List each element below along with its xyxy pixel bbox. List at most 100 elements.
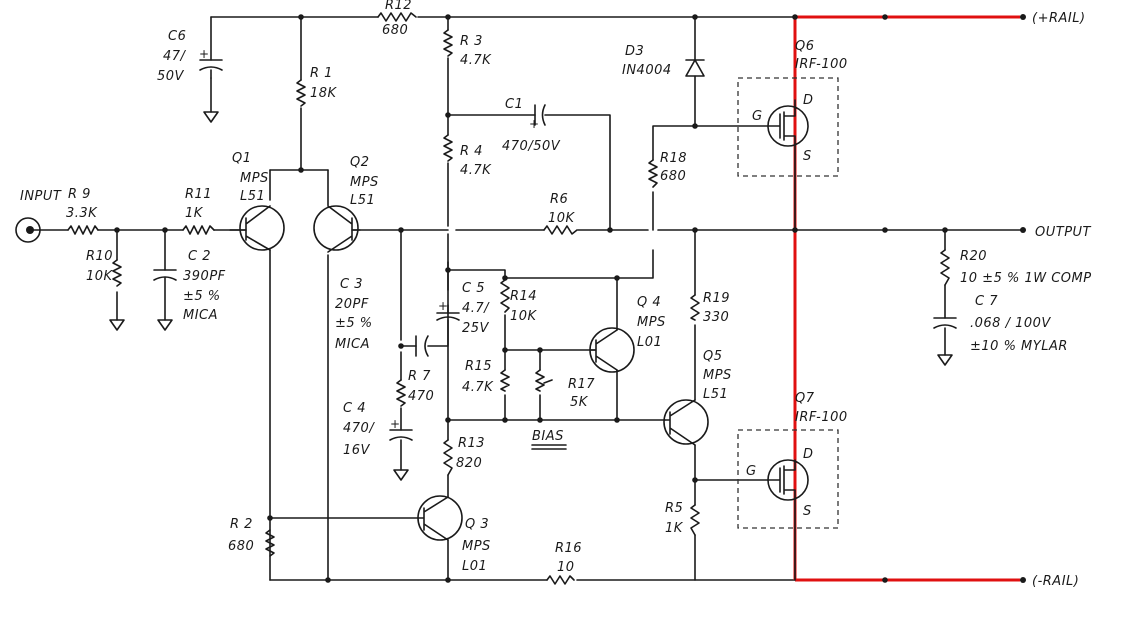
- label-minus-rail: (-RAIL): [1032, 574, 1079, 589]
- transistor-q1: [229, 205, 285, 251]
- resistor-r12: [377, 12, 417, 22]
- svg-text:L51: L51: [240, 189, 265, 204]
- svg-text:IN4004: IN4004: [622, 63, 672, 78]
- svg-text:R17: R17: [568, 377, 595, 392]
- resistors: [67, 12, 950, 585]
- capacitor-c1: [534, 104, 546, 126]
- svg-text:820: 820: [456, 456, 482, 471]
- svg-text:S: S: [803, 149, 812, 164]
- svg-text:MPS: MPS: [462, 539, 491, 554]
- transistor-q4: [589, 327, 635, 373]
- capacitor-c5: [436, 304, 460, 321]
- svg-text:IRF-100: IRF-100: [795, 57, 848, 72]
- svg-text:R5: R5: [665, 501, 683, 516]
- resistor-r1: [296, 79, 306, 107]
- capacitor-c6: [199, 59, 223, 79]
- svg-text:C6: C6: [168, 29, 186, 44]
- svg-text:3.3K: 3.3K: [66, 206, 98, 221]
- svg-text:R 9: R 9: [68, 187, 91, 202]
- svg-text:470/50V: 470/50V: [502, 139, 561, 154]
- junction-dots: [114, 14, 948, 583]
- resistor-r11: [182, 225, 215, 235]
- svg-text:4.7K: 4.7K: [462, 380, 494, 395]
- mosfets: [737, 77, 839, 581]
- svg-text:680: 680: [660, 169, 686, 184]
- resistor-r19: [690, 294, 700, 321]
- label-bias: BIAS: [532, 429, 564, 444]
- svg-text:R12: R12: [385, 0, 412, 13]
- svg-text:R6: R6: [550, 192, 568, 207]
- svg-text:47/: 47/: [163, 49, 187, 64]
- svg-text:D3: D3: [625, 44, 644, 59]
- svg-text:10K: 10K: [86, 269, 114, 284]
- svg-text:R 1: R 1: [310, 66, 333, 81]
- svg-text:L51: L51: [350, 193, 375, 208]
- svg-text:MPS: MPS: [703, 368, 732, 383]
- grounds: [109, 111, 953, 481]
- svg-text:Q5: Q5: [703, 349, 723, 364]
- svg-text:R16: R16: [555, 541, 582, 556]
- mosfet-q7: [737, 429, 839, 581]
- svg-text:330: 330: [703, 310, 729, 325]
- resistor-r9: [67, 225, 99, 235]
- svg-text:470: 470: [408, 389, 434, 404]
- label-input: INPUT: [20, 189, 62, 204]
- svg-text:±5 %: ±5 %: [335, 316, 373, 331]
- svg-text:Q 3: Q 3: [465, 517, 489, 532]
- diode-d3: [685, 59, 705, 77]
- svg-text:R10: R10: [86, 249, 113, 264]
- svg-text:MPS: MPS: [350, 175, 379, 190]
- svg-text:10 ±5 % 1W COMP: 10 ±5 % 1W COMP: [960, 271, 1092, 286]
- svg-text:470/: 470/: [343, 421, 375, 436]
- svg-text:C1: C1: [505, 97, 523, 112]
- svg-text:+: +: [438, 299, 448, 313]
- svg-text:Q 4: Q 4: [637, 295, 661, 310]
- resistor-r2: [265, 529, 275, 557]
- svg-text:R 4: R 4: [460, 144, 483, 159]
- svg-text:L01: L01: [462, 559, 487, 574]
- svg-text:D: D: [803, 447, 814, 462]
- svg-text:1K: 1K: [665, 521, 684, 536]
- svg-text:L51: L51: [703, 387, 728, 402]
- capacitors: + + + +: [153, 47, 957, 441]
- svg-text:20PF: 20PF: [335, 297, 369, 312]
- svg-text:±10 % MYLAR: ±10 % MYLAR: [970, 339, 1068, 354]
- resistor-r16: [546, 575, 575, 585]
- capacitor-c3: [415, 335, 429, 357]
- transistor-q3: [417, 495, 463, 541]
- svg-text:18K: 18K: [310, 86, 338, 101]
- input-jack: [15, 217, 41, 243]
- svg-text:.068 / 100V: .068 / 100V: [970, 316, 1051, 331]
- svg-text:+: +: [529, 117, 539, 131]
- svg-text:390PF: 390PF: [183, 269, 226, 284]
- svg-text:G: G: [752, 109, 763, 124]
- svg-text:Q1: Q1: [232, 151, 252, 166]
- resistor-r5: [690, 504, 700, 536]
- svg-text:R20: R20: [960, 249, 987, 264]
- svg-text:680: 680: [382, 23, 408, 38]
- svg-text:Q7: Q7: [795, 391, 815, 406]
- svg-text:R11: R11: [185, 187, 212, 202]
- svg-text:R14: R14: [510, 289, 537, 304]
- resistor-r10: [112, 259, 122, 287]
- svg-text:R 7: R 7: [408, 369, 431, 384]
- terminals: [1020, 14, 1026, 583]
- svg-text:C 4: C 4: [343, 401, 366, 416]
- svg-text:16V: 16V: [343, 443, 371, 458]
- svg-text:4.7K: 4.7K: [460, 163, 492, 178]
- svg-text:G: G: [746, 464, 757, 479]
- resistor-r6: [543, 225, 578, 235]
- svg-text:MPS: MPS: [637, 315, 666, 330]
- svg-text:IRF-100: IRF-100: [795, 410, 848, 425]
- svg-text:MPS: MPS: [240, 171, 269, 186]
- svg-text:1K: 1K: [185, 206, 204, 221]
- svg-text:±5 %: ±5 %: [183, 289, 221, 304]
- resistor-r3: [443, 29, 453, 57]
- capacitor-c7: [933, 317, 957, 329]
- svg-text:C 5: C 5: [462, 281, 485, 296]
- transistors: [229, 205, 709, 541]
- svg-text:4.7/: 4.7/: [462, 301, 490, 316]
- svg-text:680: 680: [228, 539, 254, 554]
- capacitor-c2: [153, 269, 177, 281]
